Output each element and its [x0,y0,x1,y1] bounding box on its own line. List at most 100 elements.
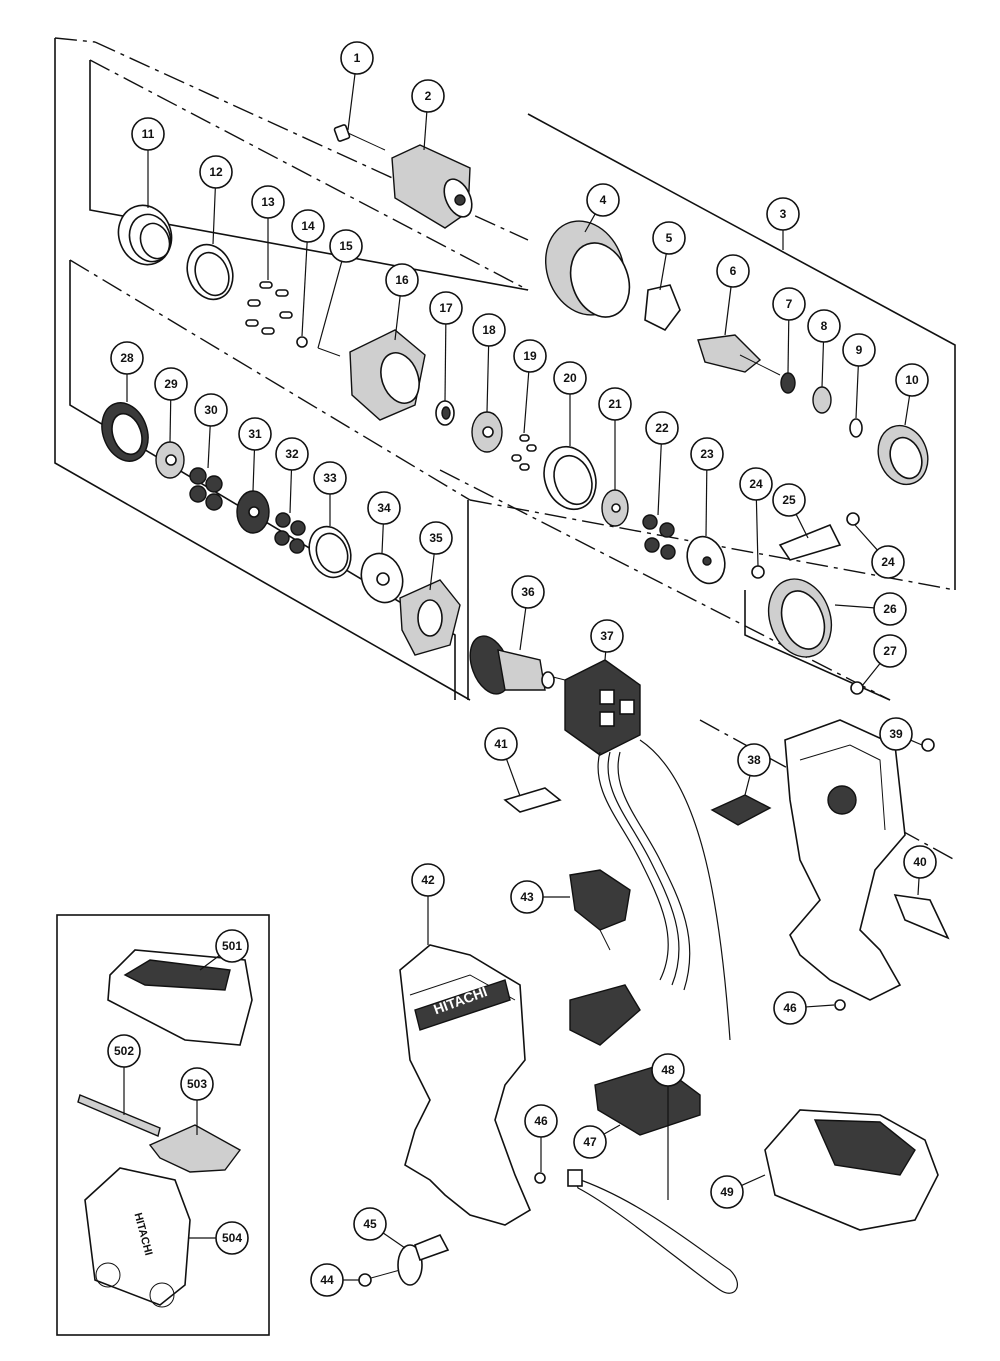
leader-c2 [423,111,428,151]
callout-circle [275,437,309,471]
callout-circle [873,634,907,668]
leader-c501 [199,955,220,971]
leader-c16 [394,295,401,341]
part-terminal-47 [594,1064,701,1136]
part-housing-left-42 [399,944,532,1226]
callout-c3: 3 [766,197,800,231]
part-ring-33 [308,525,352,579]
callout-circle [716,254,750,288]
part-spring-11 [117,204,173,266]
callout-label: 1 [354,51,361,65]
callout-circle [524,1104,558,1138]
callout-circle [107,1034,141,1068]
callout-label: 40 [913,855,927,869]
callout-circle [313,461,347,495]
callout-circle [251,185,285,219]
callout-c26: 26 [873,592,907,626]
callout-label: 21 [608,397,622,411]
leader-c36 [519,607,527,651]
callout-c23: 23 [690,437,724,471]
part-holder-503 [148,1124,242,1173]
part-screw-1 [333,124,386,151]
callout-label: 14 [301,219,315,233]
callout-c32: 32 [275,437,309,471]
callout-label: 22 [655,421,669,435]
callout-label: 25 [782,493,796,507]
callout-label: 43 [520,890,534,904]
callout-label: 46 [534,1114,548,1128]
callout-label: 4 [600,193,607,207]
callout-circle [199,155,233,189]
callout-circle [385,263,419,297]
leader-c12 [212,187,216,245]
part-planet-gears-30 [189,467,223,511]
part-ball-14 [296,336,308,348]
callout-label: 504 [222,1231,242,1245]
part-washer-17 [435,400,455,426]
part-bracket-35 [399,579,461,656]
callout-label: 8 [821,319,828,333]
callout-circle [903,845,937,879]
callout-c21: 21 [598,387,632,421]
leader-c34 [381,523,384,554]
callout-c11: 11 [131,117,165,151]
callout-c15: 15 [329,229,363,263]
callout-label: 27 [883,644,897,658]
callout-circle [871,545,905,579]
callout-label: 33 [323,471,337,485]
callout-c4: 4 [586,183,620,217]
callout-label: 6 [730,264,737,278]
callout-label: 44 [320,1273,334,1287]
callout-label: 26 [883,602,897,616]
callout-c7: 7 [772,287,806,321]
leader-c45 [382,1232,406,1249]
callout-c13: 13 [251,185,285,219]
callout-label: 23 [700,447,714,461]
leader-c10 [904,395,911,426]
part-plate-25 [778,523,842,561]
part-ring-9 [849,418,863,438]
callout-c22: 22 [645,411,679,445]
callout-label: 20 [563,371,577,385]
callout-c41: 41 [484,727,518,761]
part-carrier-29 [155,441,185,479]
callout-c34: 34 [367,491,401,525]
callout-circle [573,1125,607,1159]
callout-label: 28 [120,351,134,365]
callout-label: 7 [786,297,793,311]
callout-label: 48 [661,1063,675,1077]
leader-c35 [429,553,435,591]
callout-circle [873,592,907,626]
callout-c16: 16 [385,263,419,297]
callout-label: 15 [339,239,353,253]
callout-label: 19 [523,349,537,363]
leader-c30 [207,425,211,469]
callout-circle [340,41,374,75]
callout-c31: 31 [238,417,272,451]
callout-c502: 502 [107,1034,141,1068]
part-label-38 [710,794,772,826]
part-ring-28 [101,402,149,462]
part-hook-45 [397,1233,450,1286]
leader-c17 [444,323,447,402]
leader-c37 [604,651,607,661]
callout-circle [411,79,445,113]
callout-c503: 503 [180,1067,214,1101]
callout-circle [772,287,806,321]
callout-label: 31 [248,427,262,441]
part-battery-49 [764,1109,939,1231]
leader-c32 [289,469,293,514]
callout-label: 17 [439,301,453,315]
callout-label: 32 [285,447,299,461]
leader-c24b [854,524,878,551]
part-plate-41 [503,787,562,813]
callout-c44: 44 [310,1263,344,1297]
callout-label: 11 [142,127,155,141]
callout-c9: 9 [842,333,876,367]
callout-c46b: 46 [773,991,807,1025]
callout-c49: 49 [710,1175,744,1209]
callout-circle [513,339,547,373]
callout-label: 46 [783,1001,797,1015]
callout-circle [154,367,188,401]
